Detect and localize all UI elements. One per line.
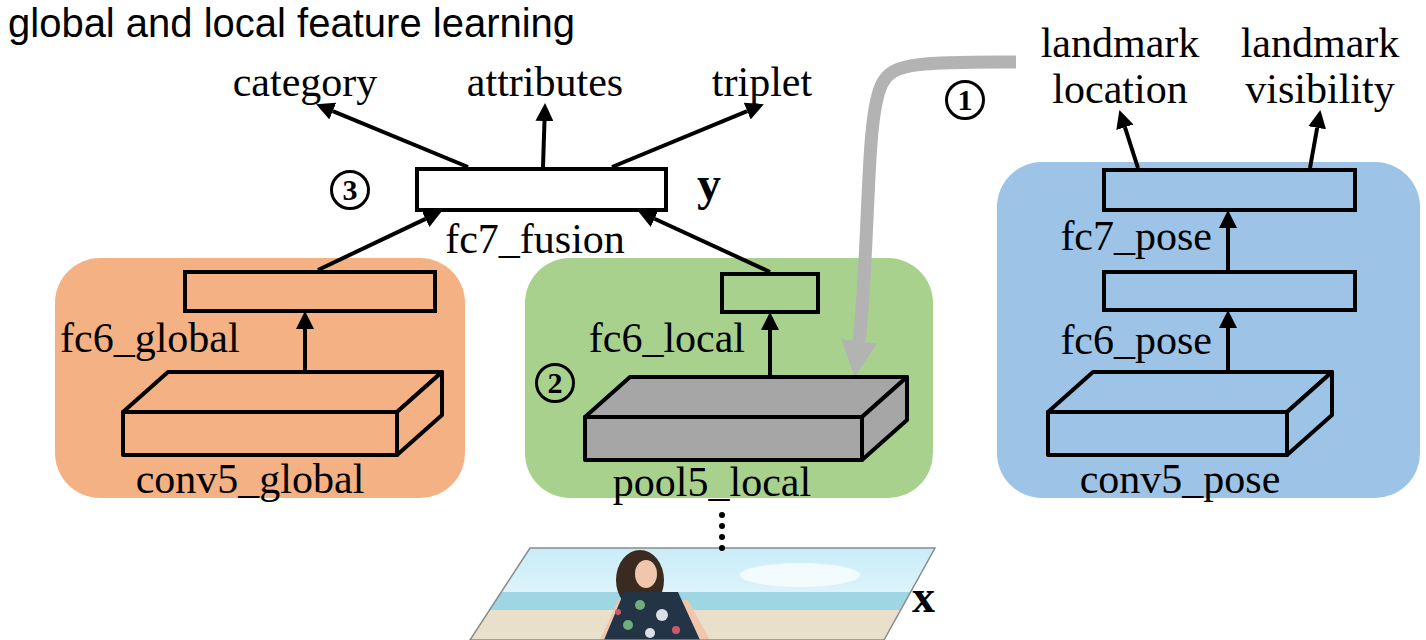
fc-layer-box: fc7_pose <box>1102 168 1357 212</box>
conv-layer-block: conv5_pose <box>1046 370 1334 502</box>
layer-name: conv5_global <box>136 456 365 502</box>
layer-name: fc6_pose <box>1060 317 1212 363</box>
block-face <box>1048 412 1287 455</box>
fc-layer-box: fc6_local <box>720 272 820 314</box>
block-face <box>123 372 442 412</box>
connector-arrow <box>1226 328 1230 370</box>
input-photo <box>460 548 940 640</box>
block-shape <box>1046 370 1334 457</box>
output-label: category <box>229 59 382 105</box>
layer-name: pool5_local <box>613 459 811 505</box>
fc-layer-box: fc6_pose <box>1102 270 1357 312</box>
block-shape <box>583 375 909 462</box>
conv-layer-block: pool5_local <box>583 375 909 505</box>
layer-name: fc6_global <box>60 315 240 361</box>
callout-number: 2 <box>535 363 575 403</box>
block-face <box>862 377 907 460</box>
output-name: category <box>229 59 382 105</box>
block-face <box>1287 372 1332 455</box>
layer-name: conv5_pose <box>1080 456 1281 502</box>
output-name: attributes <box>463 59 628 105</box>
input-symbol: x <box>912 574 935 620</box>
pose-panel <box>997 162 1420 498</box>
connector-arrow <box>543 121 544 167</box>
output-name: landmark visibility <box>1216 20 1424 112</box>
fc-layer-box: fc7_fusion <box>415 167 668 212</box>
block-face <box>123 412 397 455</box>
attention-arrow <box>859 62 1016 341</box>
output-label: landmark visibility <box>1216 20 1424 112</box>
layer-name: fc7_pose <box>1060 213 1212 259</box>
output-label: attributes <box>463 59 628 105</box>
connector-arrow <box>333 111 468 167</box>
output-name: triplet <box>708 59 817 105</box>
block-face <box>397 372 442 455</box>
block-face <box>585 377 907 417</box>
photo-frame <box>470 548 935 640</box>
connector-arrow <box>612 111 747 167</box>
connector-arrow <box>1226 228 1230 270</box>
connector-arrow <box>655 219 770 272</box>
vector-symbol: y <box>697 160 721 208</box>
connector-arrow <box>768 330 772 375</box>
conv-layer-block: conv5_global <box>121 370 444 502</box>
slide-title: global and local feature learning <box>8 0 575 46</box>
callout-number: 3 <box>330 170 370 210</box>
output-label: landmark location <box>1016 20 1224 112</box>
fc-layer-box: fc6_global <box>183 270 437 313</box>
output-name: landmark location <box>1016 20 1224 112</box>
callout-number: 1 <box>945 80 985 120</box>
block-shape <box>121 370 444 457</box>
block-face <box>1048 372 1332 412</box>
input-image: x <box>470 548 952 640</box>
output-label: triplet <box>708 59 817 105</box>
block-face <box>585 417 862 460</box>
connector-arrow <box>318 219 426 270</box>
connector-arrow <box>1310 128 1317 168</box>
connector-arrow <box>303 329 307 370</box>
dotted-connector <box>719 505 725 548</box>
layer-name: fc7_fusion <box>445 216 625 262</box>
layer-name: fc6_local <box>589 315 745 361</box>
connector-arrow <box>1125 127 1138 168</box>
